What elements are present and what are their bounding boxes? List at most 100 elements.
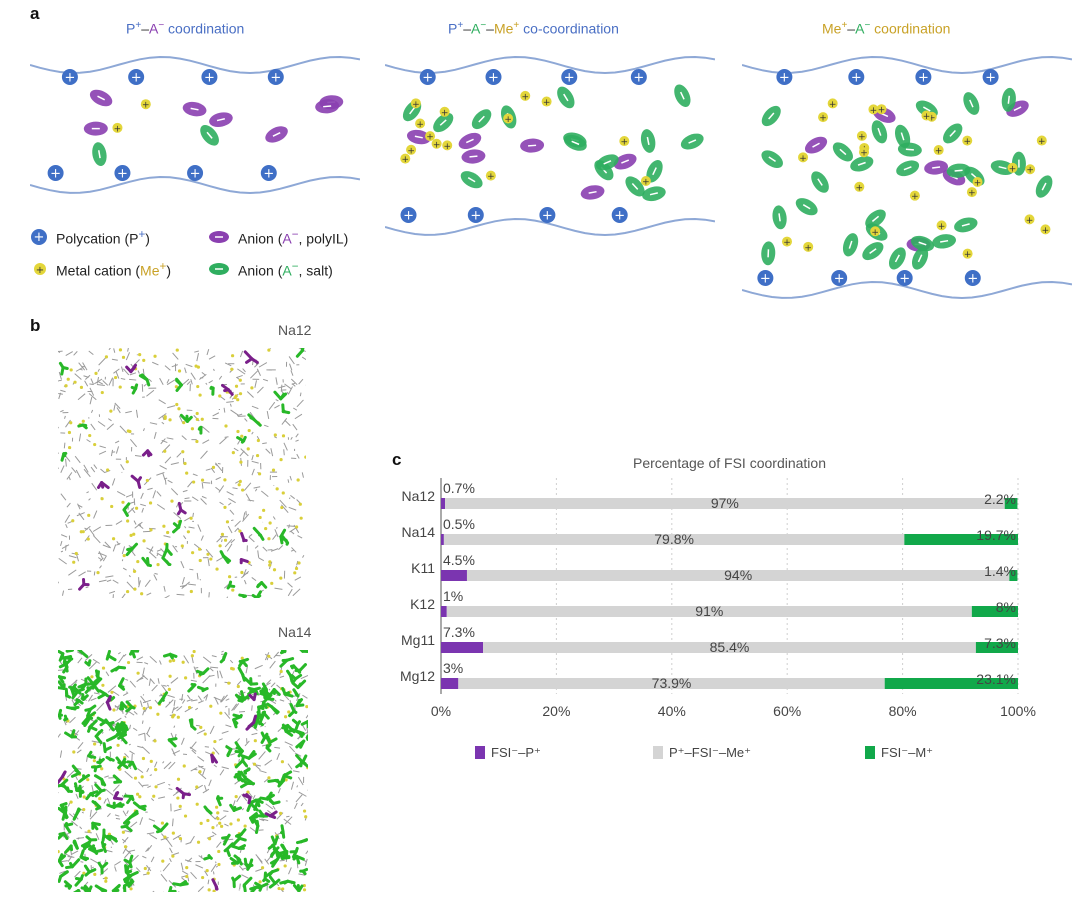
metal-cation-icon: + xyxy=(936,220,947,232)
svg-text:+: + xyxy=(938,222,946,232)
svg-text:+: + xyxy=(923,112,931,122)
anion-salt-icon xyxy=(680,133,704,150)
legend-anion-salt: Anion (A−, salt) xyxy=(208,260,333,279)
svg-text:+: + xyxy=(642,178,650,188)
bar-segment xyxy=(443,534,905,545)
svg-text:+: + xyxy=(441,108,449,118)
anion-salt-icon xyxy=(761,241,776,266)
md-snapshot-na12 xyxy=(58,348,306,598)
md-bottom-label: Na14 xyxy=(278,624,312,640)
metal-cation-icon: + xyxy=(856,130,867,142)
svg-text:+: + xyxy=(564,71,575,86)
svg-text:+: + xyxy=(621,138,629,148)
metal-cation-icon: + xyxy=(1007,162,1018,174)
svg-text:+: + xyxy=(412,100,420,110)
legend-label: P⁺–FSI⁻–Me⁺ xyxy=(669,745,751,760)
metal-cation-icon: + xyxy=(485,170,496,182)
bar-segment xyxy=(441,570,467,581)
data-label: 0.5% xyxy=(443,516,475,532)
svg-text:+: + xyxy=(967,272,978,287)
svg-text:+: + xyxy=(131,71,142,86)
metal-cation-icon: + xyxy=(827,98,838,110)
svg-text:+: + xyxy=(403,209,414,224)
anion-salt-icon xyxy=(674,84,691,107)
metal-cation-icon: + xyxy=(415,118,426,130)
polycation-icon: + xyxy=(267,69,284,86)
bar-segment xyxy=(1009,570,1018,581)
data-label: 1.4% xyxy=(984,563,1016,579)
anion-polyil-icon xyxy=(520,138,545,153)
legend-swatch xyxy=(865,746,875,759)
legend-metal-close: ) xyxy=(166,262,171,279)
svg-text:+: + xyxy=(270,71,281,86)
svg-text:+: + xyxy=(871,228,879,238)
legend-polycation: + Polycation (P+) xyxy=(30,228,150,247)
anion-polyil-icon xyxy=(209,112,233,127)
polycation-icon: + xyxy=(114,165,131,182)
metal-cation-icon: + xyxy=(619,136,630,148)
bar-segment xyxy=(904,534,1018,545)
x-tick-label: 20% xyxy=(542,703,570,719)
svg-text:+: + xyxy=(416,120,424,130)
anion-salt-icon xyxy=(954,217,978,233)
svg-text:+: + xyxy=(50,167,61,182)
data-label: 23.1% xyxy=(976,671,1016,687)
metal-cation-icon: + xyxy=(1036,135,1047,147)
metal-cation-icon: + xyxy=(854,181,865,193)
legend-anion-salt-label: Anion ( xyxy=(238,262,283,279)
anion-salt-icon xyxy=(1035,175,1053,198)
polycation-icon: + xyxy=(611,207,628,224)
bar-segment xyxy=(975,642,1018,653)
anion-polyil-icon xyxy=(458,132,482,150)
anion-salt-icon xyxy=(625,176,645,197)
legend-anion-polyil-sup: − xyxy=(291,228,299,241)
metal-cation-icon: + xyxy=(640,176,651,188)
svg-text:+: + xyxy=(1026,166,1034,176)
svg-text:+: + xyxy=(190,167,201,182)
bar-segment xyxy=(445,498,1005,509)
x-tick-label: 80% xyxy=(889,703,917,719)
anion-polyil-icon xyxy=(265,126,288,143)
bar-segment xyxy=(971,606,1018,617)
anion-salt-icon xyxy=(761,105,781,127)
y-tick-label: Mg12 xyxy=(400,668,435,684)
y-tick-label: Na14 xyxy=(402,524,436,540)
legend-anion-polyil-label: Anion ( xyxy=(238,230,283,247)
anion-salt-icon xyxy=(761,150,783,168)
metal-cation-icon: + xyxy=(921,110,932,122)
polycation-icon: + xyxy=(47,165,64,182)
data-label: 3% xyxy=(443,660,463,676)
metal-cation-icon: + xyxy=(140,99,151,111)
metal-cation-icon: + xyxy=(876,104,887,116)
x-tick-label: 0% xyxy=(431,703,451,719)
svg-text:+: + xyxy=(779,71,790,86)
anion-salt-icon xyxy=(563,134,587,151)
bar-segment xyxy=(446,606,972,617)
legend-polycation-close: ) xyxy=(145,230,150,247)
svg-text:+: + xyxy=(858,132,866,142)
bar-segment xyxy=(458,678,885,689)
svg-text:+: + xyxy=(985,71,996,86)
anion-salt-icon xyxy=(946,163,971,178)
polycation-icon: + xyxy=(31,229,47,246)
data-label: 8% xyxy=(996,599,1016,615)
anion-salt-icon xyxy=(471,109,492,130)
polycation-icon: + xyxy=(964,270,981,287)
svg-text:+: + xyxy=(487,172,495,182)
anion-salt-icon xyxy=(842,233,859,257)
anion-salt-icon xyxy=(888,247,906,270)
svg-text:+: + xyxy=(36,265,44,276)
metal-cation-icon: + xyxy=(112,122,123,134)
svg-text:+: + xyxy=(426,133,434,143)
anion-salt-icon xyxy=(963,92,980,115)
anion-polyil-icon xyxy=(89,89,113,107)
chart-title: Percentage of FSI coordination xyxy=(633,455,826,471)
schematic-legend: + Polycation (P+) Anion (A−, polyIL) + M… xyxy=(30,228,370,288)
panel-a-letter: a xyxy=(30,4,40,23)
svg-text:+: + xyxy=(1038,137,1046,147)
metal-cation-icon: + xyxy=(962,248,973,260)
anion-salt-icon xyxy=(200,125,219,146)
svg-text:+: + xyxy=(401,155,409,165)
schematic-co-coordination: ++++++++++++++++++++++ xyxy=(385,55,715,237)
svg-text:+: + xyxy=(856,183,864,193)
